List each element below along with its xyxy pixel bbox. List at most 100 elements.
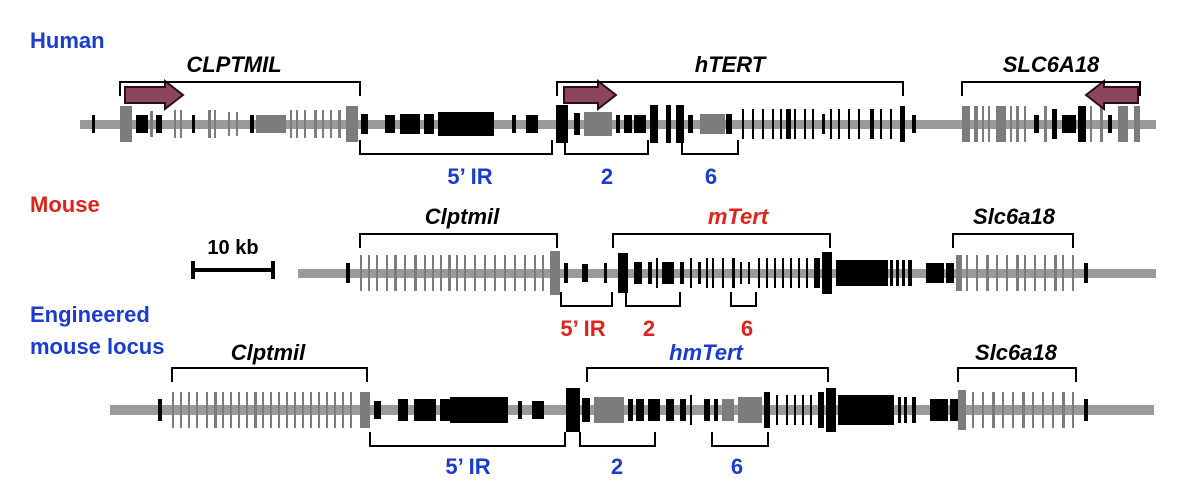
engineered-exon-4 xyxy=(196,392,198,428)
engineered-exon-60 xyxy=(972,392,974,428)
engineered-exon-38 xyxy=(666,399,674,421)
engineered-exon-37 xyxy=(648,399,660,421)
human-exon-3 xyxy=(150,111,153,137)
human-exon-7 xyxy=(192,115,195,133)
human-exon-31 xyxy=(584,112,612,136)
mouse-exon-43 xyxy=(782,258,784,288)
mouse-exon-53 xyxy=(908,260,912,286)
engineered-region-ir-label: 5’ IR xyxy=(445,454,490,479)
engineered-exon-61 xyxy=(982,392,984,428)
human-exon-43 xyxy=(762,109,764,139)
mouse-exon-26 xyxy=(618,253,628,293)
human-slc6a18-direction-arrow xyxy=(1084,78,1139,112)
human-gene-center-label: hTERT xyxy=(695,52,767,77)
engineered-exon-21 xyxy=(334,392,336,428)
mouse-exon-51 xyxy=(896,260,899,286)
mouse-exon-13 xyxy=(464,255,466,291)
mouse-exon-2 xyxy=(368,255,370,291)
mouse-exon-24 xyxy=(582,264,588,282)
engineered-clptmil-bracket xyxy=(171,367,368,382)
mouse-exon-8 xyxy=(424,255,426,291)
human-exon-27 xyxy=(512,115,516,133)
mouse-exon-11 xyxy=(448,255,451,291)
engineered-exon-9 xyxy=(238,392,240,428)
human-exon-51 xyxy=(830,109,832,139)
human-exon-54 xyxy=(858,109,860,139)
engineered-exon-39 xyxy=(680,399,686,421)
mouse-exon-3 xyxy=(376,255,378,291)
mouse-region-6-label: 6 xyxy=(741,316,753,341)
human-exon-70 xyxy=(1052,109,1057,139)
human-exon-68 xyxy=(1034,115,1039,133)
mouse-exon-14 xyxy=(474,255,476,291)
mouse-gene-center-label: mTert xyxy=(708,204,770,229)
engineered-exon-5 xyxy=(206,392,208,428)
engineered-exon-64 xyxy=(1012,392,1014,428)
engineered-exon-49 xyxy=(802,395,804,425)
engineered-exon-43 xyxy=(722,399,734,421)
mouse-exon-37 xyxy=(732,258,735,288)
engineered-exon-25 xyxy=(374,401,381,419)
engineered-exon-18 xyxy=(310,392,312,428)
engineered-gene-left-label: Clptmil xyxy=(231,340,306,365)
species-label-mouse: Mouse xyxy=(30,192,100,217)
mouse-exon-20 xyxy=(534,255,536,291)
mouse-exon-34 xyxy=(706,258,708,288)
human-exon-6 xyxy=(180,110,182,138)
engineered-region-2-label: 2 xyxy=(611,454,623,479)
mouse-gene-right-label: Slc6a18 xyxy=(973,204,1056,229)
mouse-exon-35 xyxy=(712,258,714,288)
human-exon-57 xyxy=(890,109,892,139)
mouse-exon-49 xyxy=(836,260,888,286)
mouse-exon-40 xyxy=(758,258,760,288)
engineered-exon-59 xyxy=(958,390,966,430)
engineered-exon-34 xyxy=(594,397,624,423)
human-exon-62 xyxy=(982,106,984,142)
mouse-exon-31 xyxy=(680,262,684,284)
mouse-exon-36 xyxy=(722,258,724,288)
mouse-exon-63 xyxy=(1024,255,1026,291)
engineered-gene-right-label: Slc6a18 xyxy=(975,340,1058,365)
human-region6-bracket xyxy=(681,140,739,155)
engineered-exon-54 xyxy=(898,397,901,423)
human-exon-41 xyxy=(742,109,744,139)
engineered-exon-30 xyxy=(518,401,522,419)
engineered-exon-55 xyxy=(904,397,907,423)
human-exon-34 xyxy=(634,115,646,133)
mouse-exon-44 xyxy=(790,258,792,288)
engineered-exon-20 xyxy=(326,392,328,428)
human-exon-69 xyxy=(1044,106,1047,142)
human-exons xyxy=(92,105,1140,143)
engineered-exon-3 xyxy=(188,392,190,428)
human-gene-right-label: SLC6A18 xyxy=(1003,52,1100,77)
human-exon-71 xyxy=(1062,115,1076,133)
human-exon-37 xyxy=(676,105,684,143)
mouse-exon-48 xyxy=(822,252,832,294)
engineered-region-6-label: 6 xyxy=(731,454,743,479)
engineered-exon-36 xyxy=(636,399,644,421)
mouse-region-2-label: 2 xyxy=(643,316,655,341)
mouse-region6-bracket xyxy=(730,292,757,307)
human-exon-15 xyxy=(296,110,298,138)
human-exon-18 xyxy=(322,110,324,138)
engineered-exon-50 xyxy=(810,395,812,425)
mouse-exon-42 xyxy=(774,258,776,288)
species-label-engineered-line1: Engineered xyxy=(30,302,150,327)
human-exon-73 xyxy=(1090,106,1092,142)
mouse-exon-64 xyxy=(1034,255,1036,291)
human-exon-10 xyxy=(228,112,230,136)
mouse-gene-left-label: Clptmil xyxy=(425,204,500,229)
human-region-ir-label: 5’ IR xyxy=(447,164,492,189)
engineered-exon-16 xyxy=(294,392,296,428)
engineered-exon-71 xyxy=(1084,399,1088,421)
engineered-exon-33 xyxy=(582,398,590,422)
engineered-hmtert-bracket xyxy=(586,367,829,382)
engineered-exon-70 xyxy=(1072,392,1074,428)
human-exon-45 xyxy=(780,109,782,139)
engineered-gene-center-label: hmTert xyxy=(669,340,744,365)
mouse-exon-25 xyxy=(604,263,607,283)
scale-bar: 10 kb xyxy=(191,237,275,279)
human-exon-28 xyxy=(526,115,538,133)
mouse-exon-9 xyxy=(432,255,434,291)
